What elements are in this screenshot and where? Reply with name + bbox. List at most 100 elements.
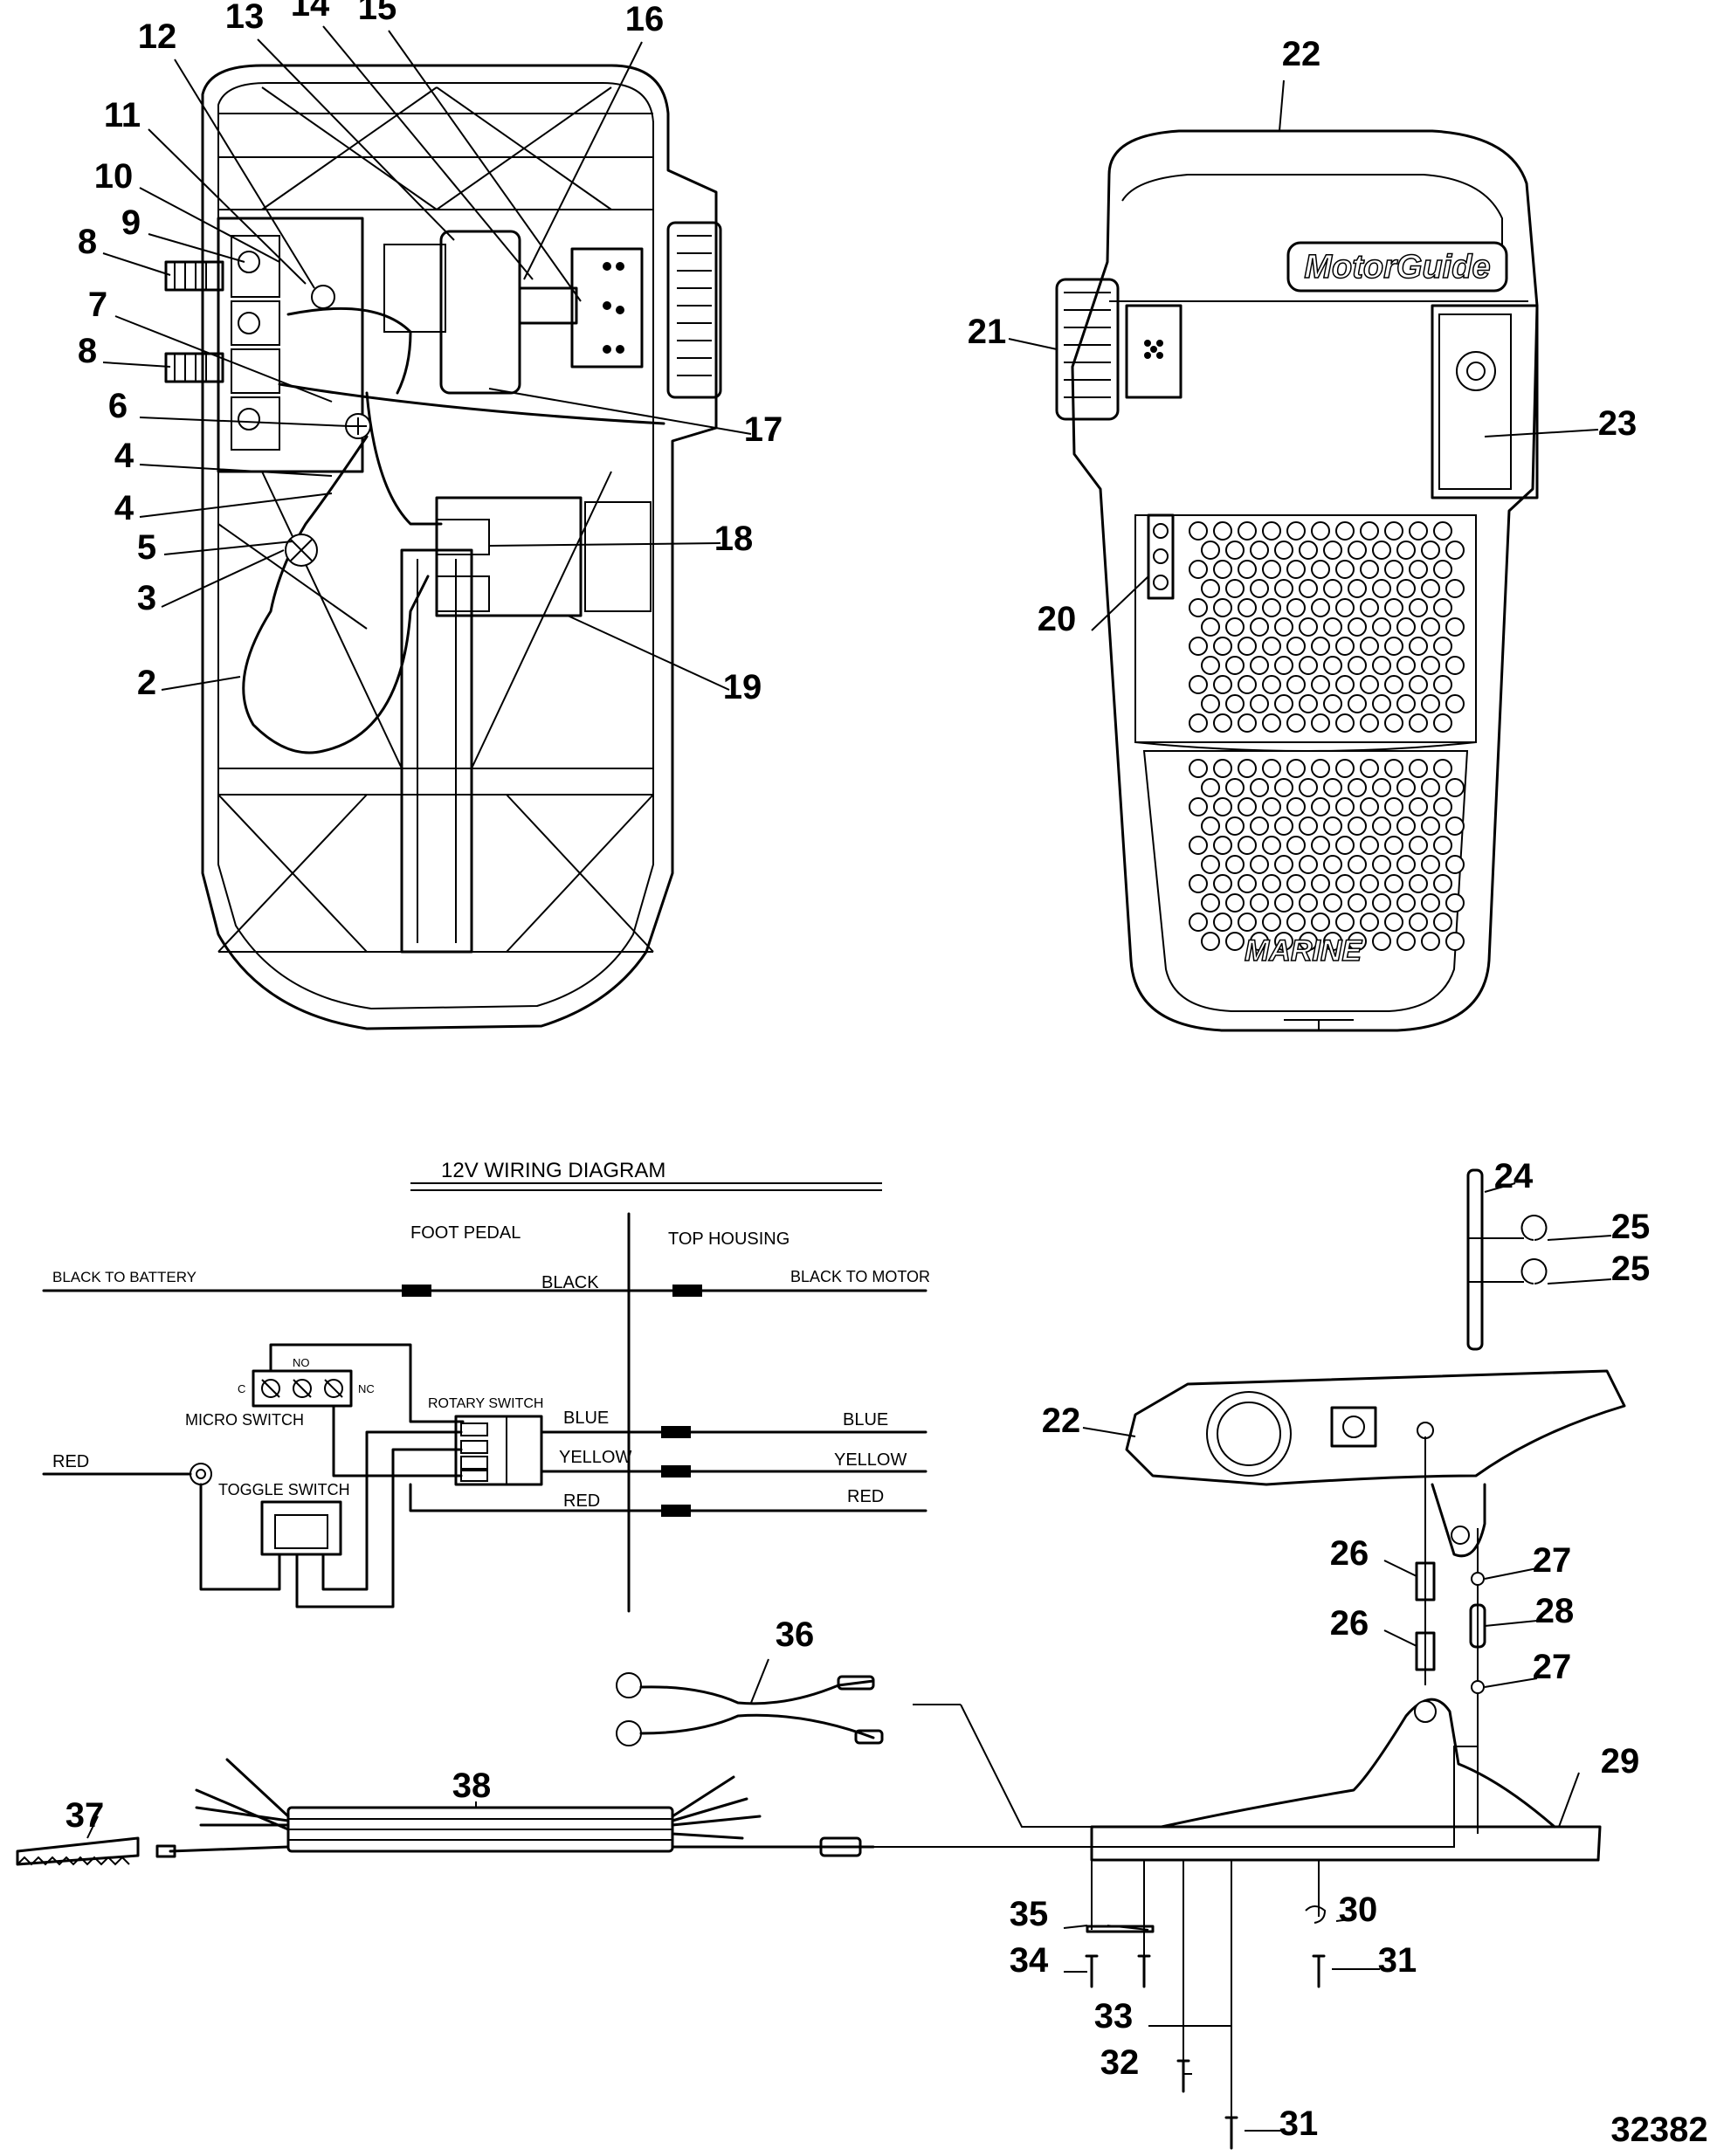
- tread-hole: [1335, 598, 1355, 617]
- pedal-base-interior: [102, 25, 752, 1030]
- callout-21: 21: [968, 313, 1007, 351]
- tread-hole: [1201, 778, 1220, 797]
- tread-hole: [1311, 913, 1330, 932]
- tread-hole: [1421, 932, 1440, 951]
- tread-hole: [1409, 560, 1428, 579]
- tread-hole: [1299, 816, 1318, 836]
- tread-hole: [1409, 713, 1428, 733]
- tread-hole: [1384, 836, 1403, 855]
- callout-14: 14: [291, 0, 330, 24]
- tread-hole: [1286, 713, 1306, 733]
- tread-hole: [1409, 874, 1428, 893]
- tread-hole: [1189, 713, 1208, 733]
- tread-hole: [1299, 694, 1318, 713]
- tread-hole: [1384, 874, 1403, 893]
- tread-hole: [1433, 797, 1452, 816]
- callout-10: 10: [94, 157, 134, 196]
- tread-hole: [1335, 637, 1355, 656]
- label-red-left: RED: [563, 1491, 600, 1511]
- tread-hole: [1335, 874, 1355, 893]
- tread-hole: [1201, 816, 1220, 836]
- tread-hole: [1323, 855, 1342, 874]
- tread-hole: [1262, 637, 1281, 656]
- tread-hole: [1433, 836, 1452, 855]
- tread-hole: [1445, 617, 1465, 637]
- tread-hole: [1409, 637, 1428, 656]
- tread-hole: [1323, 617, 1342, 637]
- tread-hole: [1348, 541, 1367, 560]
- tread-hole: [1262, 797, 1281, 816]
- tread-hole: [1348, 778, 1367, 797]
- tread-hole: [1433, 521, 1452, 541]
- tread-hole: [1189, 598, 1208, 617]
- label-top-housing: TOP HOUSING: [668, 1230, 789, 1249]
- tread-hole: [1299, 656, 1318, 675]
- tread-hole: [1299, 541, 1318, 560]
- connector: [672, 1285, 702, 1297]
- tread-hole: [1213, 759, 1232, 778]
- tread-hole: [1372, 855, 1391, 874]
- tread-hole: [1250, 893, 1269, 913]
- tread-hole: [1384, 759, 1403, 778]
- tread-hole: [1384, 598, 1403, 617]
- callout-24: 24: [1494, 1157, 1534, 1195]
- tread-hole: [1348, 694, 1367, 713]
- tread-hole: [1335, 560, 1355, 579]
- brand-logo: MotorGuide: [1304, 249, 1490, 286]
- tread-hole: [1238, 637, 1257, 656]
- tread-hole: [1409, 913, 1428, 932]
- tread-hole: [1189, 637, 1208, 656]
- tread-hole: [1396, 932, 1416, 951]
- tread-hole: [1372, 778, 1391, 797]
- tread-hole: [1225, 541, 1245, 560]
- tread-hole: [1189, 675, 1208, 694]
- cable-36: [616, 1658, 884, 1746]
- tread-hole: [1225, 932, 1245, 951]
- tread-hole: [1213, 675, 1232, 694]
- tread-hole: [1238, 836, 1257, 855]
- tread-hole: [1421, 855, 1440, 874]
- tread-hole: [1311, 675, 1330, 694]
- callout-26: 26: [1330, 1604, 1369, 1643]
- tread-hole: [1238, 675, 1257, 694]
- tread-hole: [1238, 560, 1257, 579]
- tread-hole: [1262, 836, 1281, 855]
- tread-hole: [1299, 579, 1318, 598]
- tread-hole: [1409, 675, 1428, 694]
- tread-hole: [1335, 759, 1355, 778]
- tread-hole: [1238, 797, 1257, 816]
- tread-hole: [1201, 656, 1220, 675]
- tread-hole: [1360, 560, 1379, 579]
- connector: [661, 1505, 691, 1517]
- callout-12: 12: [138, 17, 177, 56]
- tread-hole: [1262, 598, 1281, 617]
- tread-hole: [1433, 713, 1452, 733]
- tread-hole: [1323, 656, 1342, 675]
- tread-hole: [1384, 913, 1403, 932]
- tread-hole: [1311, 560, 1330, 579]
- tread-hole: [1360, 637, 1379, 656]
- callout-25: 25: [1611, 1250, 1651, 1288]
- tread-hole: [1323, 579, 1342, 598]
- tread-hole: [1189, 836, 1208, 855]
- tread-hole: [1274, 932, 1293, 951]
- tread-hole: [1348, 893, 1367, 913]
- tread-hole: [1348, 617, 1367, 637]
- label-red-in: RED: [52, 1452, 89, 1471]
- tread-hole: [1189, 759, 1208, 778]
- tread-hole: [1348, 579, 1367, 598]
- tread-hole: [1445, 893, 1465, 913]
- label-blue-left: BLUE: [563, 1409, 609, 1428]
- tread-hole: [1238, 913, 1257, 932]
- tread-hole: [1360, 713, 1379, 733]
- tread-hole: [1396, 656, 1416, 675]
- tread-hole: [1335, 713, 1355, 733]
- callout-4: 4: [114, 437, 134, 475]
- tread-hole: [1250, 932, 1269, 951]
- callout-35: 35: [1010, 1895, 1049, 1933]
- label-black: BLACK: [541, 1273, 599, 1292]
- tread-hole: [1433, 637, 1452, 656]
- tread-hole: [1433, 598, 1452, 617]
- tread-hole: [1201, 617, 1220, 637]
- tread-hole: [1189, 521, 1208, 541]
